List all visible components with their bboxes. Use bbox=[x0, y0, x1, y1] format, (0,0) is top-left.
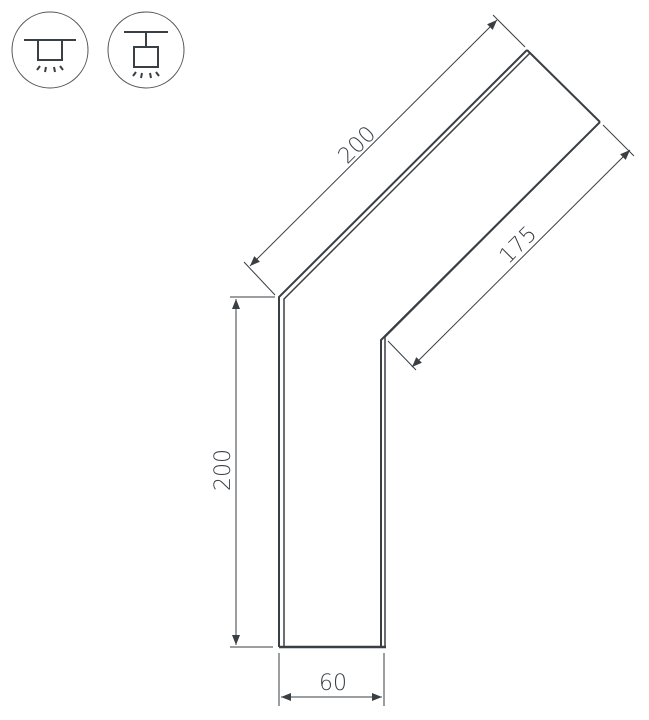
dimension-label-bottom-width: 60 bbox=[319, 671, 347, 696]
dimension-left-vertical bbox=[230, 296, 275, 648]
dimension-top-diagonal bbox=[243, 14, 526, 296]
dimension-label-right-diagonal: 175 bbox=[495, 222, 542, 269]
ceiling-recessed-mount-icon bbox=[11, 11, 89, 89]
dimension-bottom-width bbox=[278, 653, 385, 706]
profile-outline bbox=[278, 49, 601, 649]
dimension-label-top-diagonal: 200 bbox=[334, 122, 381, 169]
dimension-label-left-vertical: 200 bbox=[211, 449, 236, 491]
ceiling-suspended-mount-icon bbox=[107, 11, 185, 89]
dimension-right-diagonal bbox=[387, 124, 635, 371]
